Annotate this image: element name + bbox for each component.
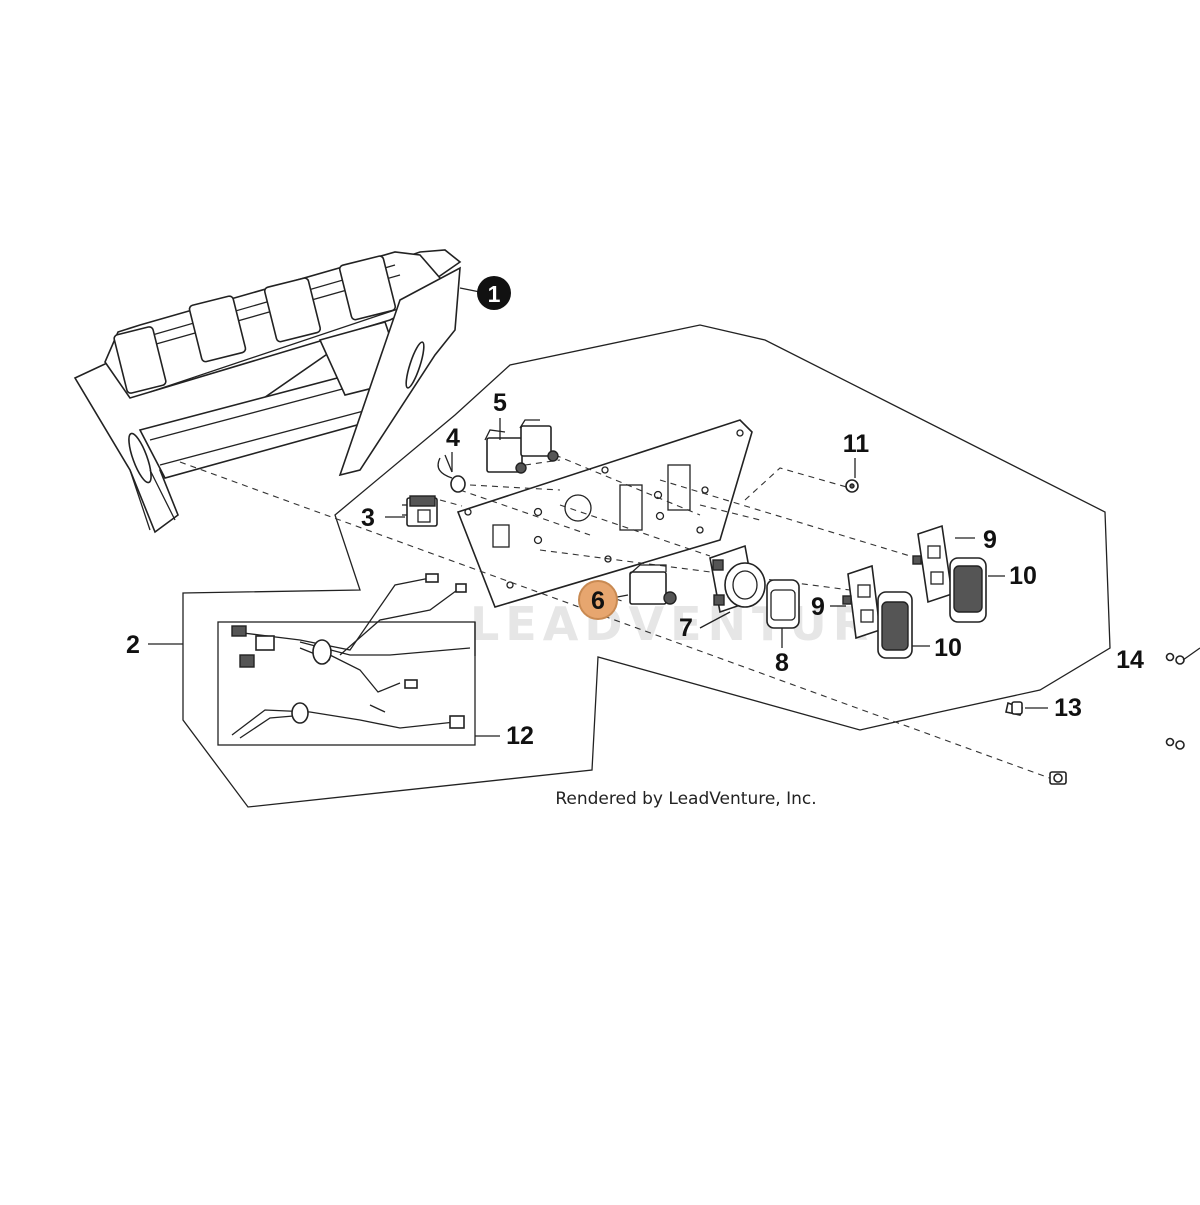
group-outline [182,324,1111,808]
callout-14[interactable]: 14 [1116,646,1144,674]
callout-11[interactable]: 11 [843,430,870,458]
callout-9b[interactable]: 9 [983,526,997,554]
circuit-breakers-part [484,419,559,474]
callout-5[interactable]: 5 [493,389,507,417]
twist-lock-receptacle-part [709,544,766,614]
render-credit: Rendered by LeadVenture, Inc. [555,789,816,809]
callout-8[interactable]: 8 [775,649,789,677]
callout-6[interactable]: 6 [578,580,618,620]
callout-1[interactable]: 1 [477,276,511,310]
circuit-breaker-6-part [629,564,677,605]
wire-harness-part [231,573,471,739]
harness-box [217,621,476,746]
handle-frame-part [73,249,462,534]
washers-14-part [1165,652,1185,750]
callout-1-badge [477,276,511,310]
callout-10b[interactable]: 10 [1009,562,1037,590]
nut-11-part [845,479,859,493]
receptacle-cover-8-part [766,579,800,629]
callout-9a[interactable]: 9 [811,593,825,621]
callout-2[interactable]: 2 [126,631,140,659]
rocker-switch-part [402,495,438,527]
gfci-receptacle-9b-part [912,524,953,604]
callout-12[interactable]: 12 [506,722,534,750]
gfci-cover-10b-part [949,557,987,623]
bolt-end-part [1049,771,1067,785]
callout-13[interactable]: 13 [1054,694,1082,722]
callout-6-highlight [578,580,618,620]
bolt-13-part [1005,701,1023,716]
callout-1-label: 1 [488,281,501,307]
control-panel-plate [456,419,753,608]
callout-4[interactable]: 4 [446,424,460,452]
gfci-cover-10a-part [877,591,913,659]
callout-6-label: 6 [591,587,605,615]
callout-7[interactable]: 7 [679,614,693,642]
callout-3[interactable]: 3 [361,504,375,532]
callout-10a[interactable]: 10 [934,634,962,662]
indicator-lamp-part [437,454,466,493]
